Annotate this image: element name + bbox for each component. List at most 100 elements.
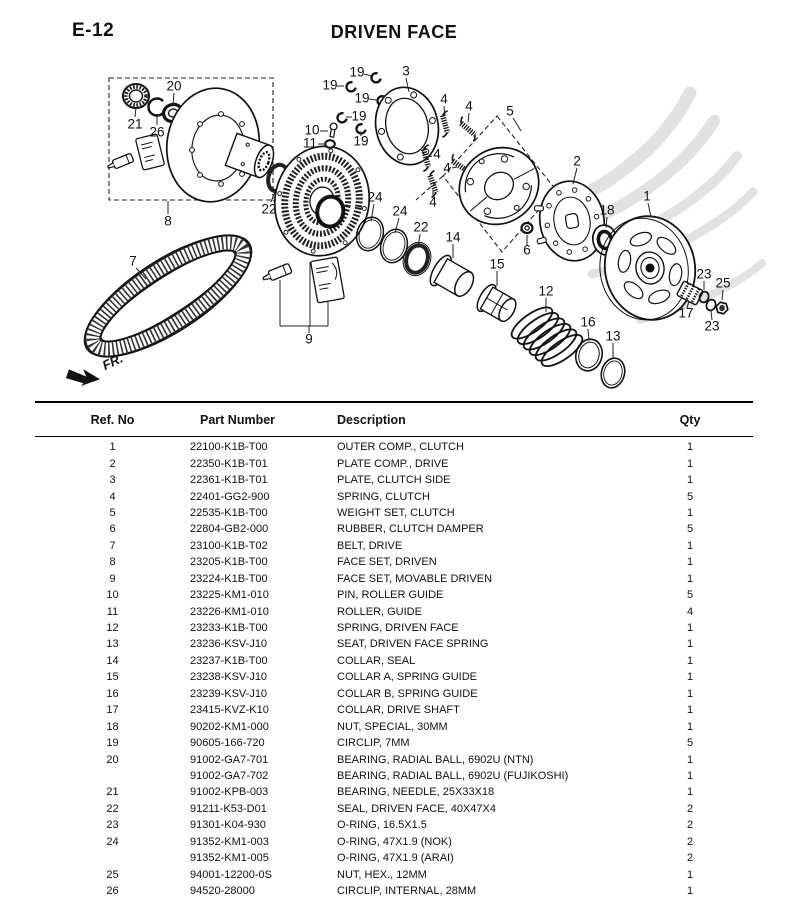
- callout-3: 3: [402, 64, 410, 79]
- ref-no: 23: [106, 819, 119, 832]
- page-title: DRIVEN FACE: [330, 22, 458, 42]
- qty: 1: [686, 556, 694, 569]
- callout-23: 23: [704, 319, 719, 334]
- ref-no: 2: [109, 457, 116, 470]
- description: OUTER COMP., CLUTCH: [337, 441, 464, 454]
- col-header-ref: Ref. No: [90, 413, 135, 427]
- ref-no: 18: [106, 720, 119, 733]
- part-number: 23237-K1B-T00: [190, 654, 268, 667]
- callout-25: 25: [715, 276, 730, 291]
- description: O-RING, 47X1.9 (ARAI): [337, 852, 454, 865]
- o-ring-23-lower: [705, 298, 717, 311]
- description: PLATE, CLUTCH SIDE: [337, 474, 451, 487]
- movable-driven-face: [266, 139, 378, 264]
- callout-4: 4: [429, 195, 437, 210]
- callout-20: 20: [166, 79, 181, 94]
- description: CIRCLIP, INTERNAL, 28MM: [337, 885, 477, 898]
- seal-driven-face-right: [399, 239, 435, 280]
- qty: 5: [686, 737, 694, 750]
- ref-no: 19: [106, 737, 119, 750]
- grease-tube-9: [261, 263, 292, 283]
- ref-no: 6: [109, 523, 116, 536]
- qty: 1: [686, 506, 694, 519]
- part-number: 23415-KVZ-K10: [190, 704, 269, 717]
- ref-no: 12: [106, 622, 119, 635]
- ref-no: 8: [109, 556, 116, 569]
- o-ring-24-a: [352, 214, 387, 254]
- qty: 1: [686, 769, 694, 782]
- part-number: 23233-K1B-T00: [190, 622, 268, 635]
- weight-axis-dash: [416, 176, 443, 200]
- description: BEARING, RADIAL BALL, 6902U (FUJIKOSHI): [337, 769, 569, 782]
- qty: 1: [686, 572, 694, 585]
- qty: 2: [686, 802, 694, 815]
- callout-23: 23: [696, 267, 711, 282]
- part-number: 22535-K1B-T00: [190, 506, 268, 519]
- part-number: 90202-KM1-000: [190, 720, 269, 733]
- col-header-qty: Qty: [679, 413, 701, 427]
- callout-19: 19: [354, 91, 369, 106]
- description: BEARING, NEEDLE, 25X33X18: [337, 786, 495, 799]
- description: SPRING, CLUTCH: [337, 490, 430, 503]
- callout-4: 4: [443, 161, 451, 176]
- description: RUBBER, CLUTCH DAMPER: [337, 523, 484, 536]
- qty: 1: [686, 720, 694, 733]
- pin-roller-guide: [328, 123, 337, 138]
- callout-14: 14: [445, 230, 461, 245]
- qty: 1: [686, 457, 694, 470]
- description: CIRCLIP, 7MM: [337, 737, 410, 750]
- qty: 1: [686, 885, 694, 898]
- pulley-shaft: [225, 133, 277, 180]
- qty: 1: [686, 786, 694, 799]
- callout-22: 22: [261, 202, 276, 217]
- description: O-RING, 47X1.9 (NOK): [337, 835, 452, 848]
- ref-no: 7: [109, 539, 116, 552]
- grease-tube: [106, 153, 133, 171]
- seat-driven-face-spring: [598, 356, 628, 391]
- table-rule-top: [35, 401, 753, 403]
- ref-no: 20: [106, 753, 119, 766]
- callout-13: 13: [605, 329, 620, 344]
- roller-guide: [325, 140, 335, 148]
- description: NUT, SPECIAL, 30MM: [337, 720, 448, 733]
- part-number: 90605-166-720: [190, 737, 265, 750]
- qty: 1: [686, 539, 694, 552]
- fr-direction-arrow: FR.: [65, 351, 125, 386]
- callout-9: 9: [305, 332, 313, 347]
- description: SEAL, DRIVEN FACE, 40X47X4: [337, 802, 496, 815]
- qty: 1: [686, 868, 694, 881]
- ref-no: 5: [109, 506, 116, 519]
- outer-comp-clutch: [592, 209, 704, 328]
- qty: 4: [686, 605, 694, 618]
- description: SEAT, DRIVEN FACE SPRING: [337, 638, 489, 651]
- ref-no: 4: [109, 490, 116, 503]
- callout-24: 24: [367, 190, 383, 205]
- part-number: 23238-KSV-J10: [190, 671, 268, 684]
- callout-19: 19: [351, 109, 366, 124]
- plate-comp-drive: [528, 176, 611, 267]
- qty: 1: [686, 441, 694, 454]
- callout-24: 24: [392, 204, 408, 219]
- instruction-card-9: [311, 257, 345, 303]
- ref-no: 13: [106, 638, 119, 651]
- description: FACE SET, DRIVEN: [337, 556, 437, 569]
- part-number: 91211-K53-D01: [190, 802, 267, 815]
- qty: 1: [686, 654, 694, 667]
- ref-no: 22: [106, 802, 119, 815]
- description: SPRING, DRIVEN FACE: [337, 622, 459, 635]
- weight-set-clutch: [444, 132, 554, 240]
- description: O-RING, 16.5X1.5: [337, 819, 427, 832]
- qty: 1: [686, 704, 694, 717]
